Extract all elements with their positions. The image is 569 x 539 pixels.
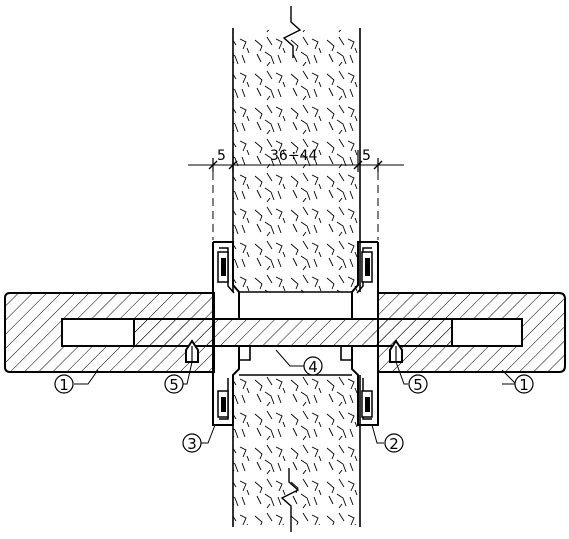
callout-profile-right: 2 [384, 433, 404, 453]
callout-connector: 4 [303, 356, 323, 376]
svg-text:3: 3 [187, 435, 197, 453]
callout-panel-right: 1 [514, 374, 534, 394]
wedge-left [185, 339, 199, 363]
insulation-core-top [232, 28, 361, 292]
dimension-left-text: 5 [217, 148, 226, 164]
svg-text:5: 5 [169, 376, 179, 394]
profile-left [212, 241, 240, 426]
svg-text:2: 2 [389, 435, 399, 453]
callout-wedge-right: 5 [408, 374, 428, 394]
svg-text:5: 5 [413, 376, 423, 394]
svg-text:1: 1 [519, 376, 529, 394]
break-line-top [282, 6, 302, 58]
svg-text:1: 1 [59, 376, 69, 394]
wedge-right [389, 339, 403, 363]
insulation-core-bottom [232, 375, 361, 527]
connector-bar [133, 318, 453, 347]
dimension-lines [188, 150, 404, 240]
panel-left [4, 292, 215, 373]
panel-right [377, 292, 566, 373]
dimension-center-text: 36÷44 [270, 148, 317, 164]
callout-wedge-left: 5 [164, 374, 184, 394]
callout-profile-left: 3 [182, 433, 202, 453]
callout-panel-left: 1 [54, 374, 74, 394]
profile-right [351, 241, 379, 426]
cavity-lines [239, 291, 352, 376]
break-line-bottom [280, 468, 300, 532]
dimension-right-text: 5 [362, 148, 371, 164]
svg-text:4: 4 [308, 358, 318, 376]
